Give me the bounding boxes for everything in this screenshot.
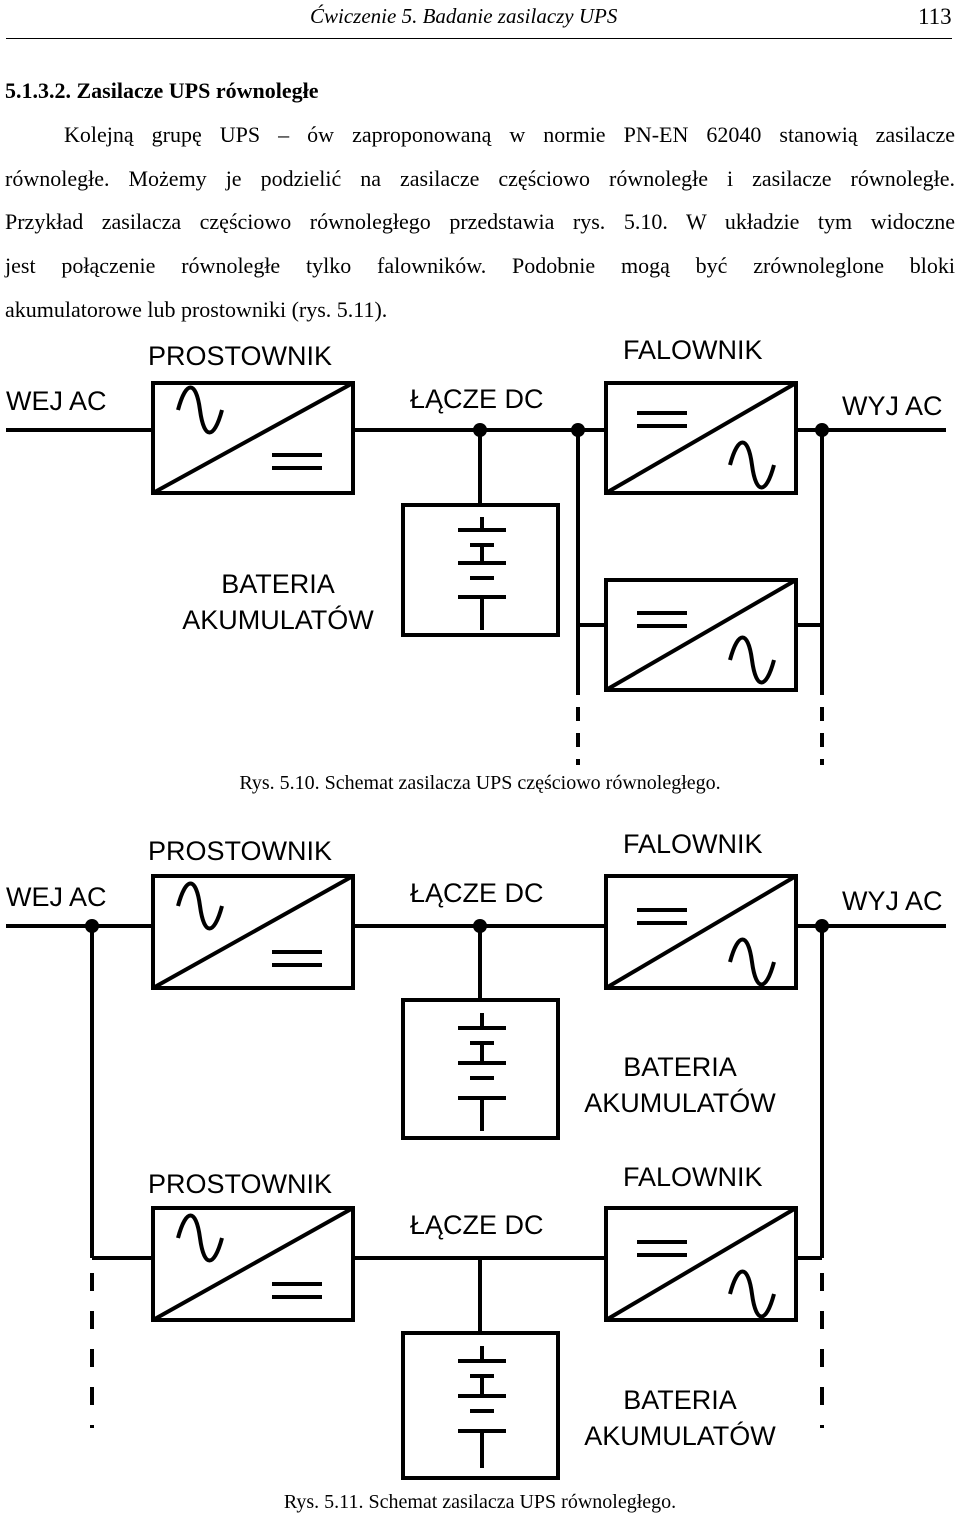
paragraph-line: Kolejną grupę UPS – ów zaproponowaną w n…	[64, 122, 955, 147]
rectifier-label: PROSTOWNIK	[148, 836, 332, 866]
inverter-block	[604, 381, 798, 495]
rectifier-label: PROSTOWNIK	[148, 341, 332, 371]
inverter-label: FALOWNIK	[623, 1162, 763, 1192]
battery-label-line2: AKUMULATÓW	[182, 604, 374, 635]
paragraph-line: akumulatorowe lub prostowniki (rys. 5.11…	[5, 297, 388, 322]
inverter-label: FALOWNIK	[623, 829, 763, 859]
section-title: 5.1.3.2. Zasilacze UPS równoległe	[5, 78, 319, 103]
paragraph-line: równoległe. Możemy je podzielić na zasil…	[5, 166, 955, 191]
output-label: WYJ AC	[842, 391, 943, 421]
paragraph-line: Przykład zasilacza częściowo równoległeg…	[5, 209, 955, 234]
page-header: Ćwiczenie 5. Badanie zasilaczy UPS 113	[0, 0, 960, 40]
battery-label-line2: AKUMULATÓW	[584, 1087, 776, 1118]
dc-link-label: ŁĄCZE DC	[410, 878, 544, 908]
battery-label-line1: BATERIA	[623, 1052, 737, 1082]
battery-label-line2: AKUMULATÓW	[584, 1420, 776, 1451]
figure-5-10-diagram: WEJ AC PROSTOWNIK ŁĄCZE DC FALOWNIK WYJ …	[6, 335, 946, 765]
inverter-block	[604, 578, 798, 692]
output-label: WYJ AC	[842, 886, 943, 916]
input-label: WEJ AC	[6, 386, 107, 416]
input-label: WEJ AC	[6, 882, 107, 912]
header-title: Ćwiczenie 5. Badanie zasilaczy UPS	[310, 4, 618, 28]
figure-caption: Rys. 5.11. Schemat zasilacza UPS równole…	[283, 1491, 677, 1513]
battery-block	[401, 1331, 560, 1480]
battery-block	[401, 998, 560, 1140]
inverter-label: FALOWNIK	[623, 335, 763, 365]
dc-link-label: ŁĄCZE DC	[410, 1210, 544, 1240]
inverter-block	[604, 874, 798, 990]
rectifier-label: PROSTOWNIK	[148, 1169, 332, 1199]
header-rule	[6, 38, 952, 39]
page-number: 113	[918, 4, 952, 29]
rectifier-block	[151, 874, 355, 990]
paragraph-line: jest połączenie równoległe tylko falowni…	[5, 253, 955, 278]
figure-caption: Rys. 5.10. Schemat zasilacza UPS częścio…	[239, 772, 721, 794]
rectifier-block	[151, 381, 355, 495]
inverter-block	[604, 1206, 798, 1322]
figure-5-11-diagram: WEJ AC PROSTOWNIK ŁĄCZE DC FALOWNIK WYJ …	[6, 829, 946, 1480]
battery-block	[401, 503, 560, 637]
battery-label-line1: BATERIA	[221, 569, 335, 599]
battery-label-line1: BATERIA	[623, 1385, 737, 1415]
dc-link-label: ŁĄCZE DC	[410, 384, 544, 414]
rectifier-block	[151, 1206, 355, 1322]
